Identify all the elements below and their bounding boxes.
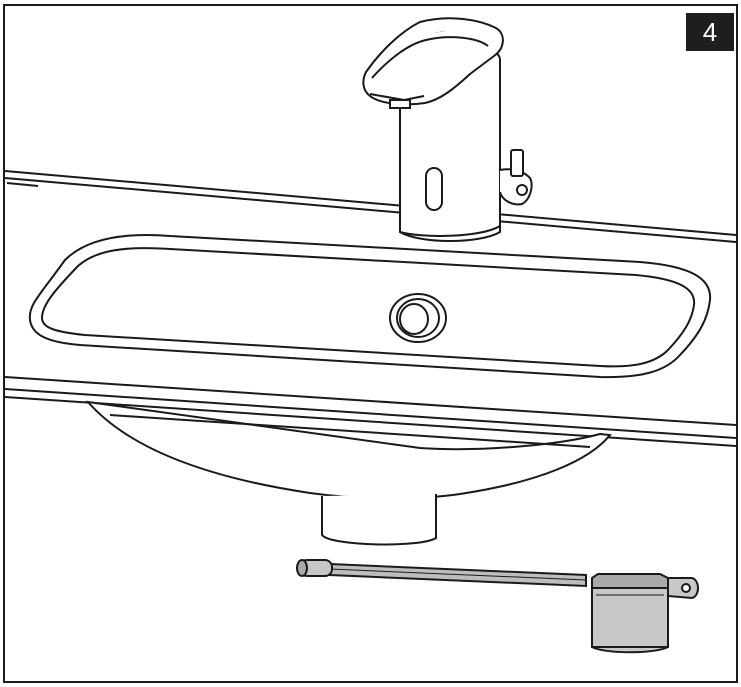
svg-text:·····: ····· <box>435 29 446 36</box>
step-number-badge: 4 <box>686 13 734 51</box>
countertop-front-edge <box>4 376 737 447</box>
sink-opening <box>28 234 712 379</box>
sensor-faucet: ····· <box>362 17 533 242</box>
drain <box>389 293 447 343</box>
countertop-back-edge <box>4 170 737 243</box>
strainer-filter <box>296 559 699 654</box>
sink-bowl-underside <box>85 400 612 546</box>
border <box>3 4 738 683</box>
wall-detail <box>6 182 39 187</box>
